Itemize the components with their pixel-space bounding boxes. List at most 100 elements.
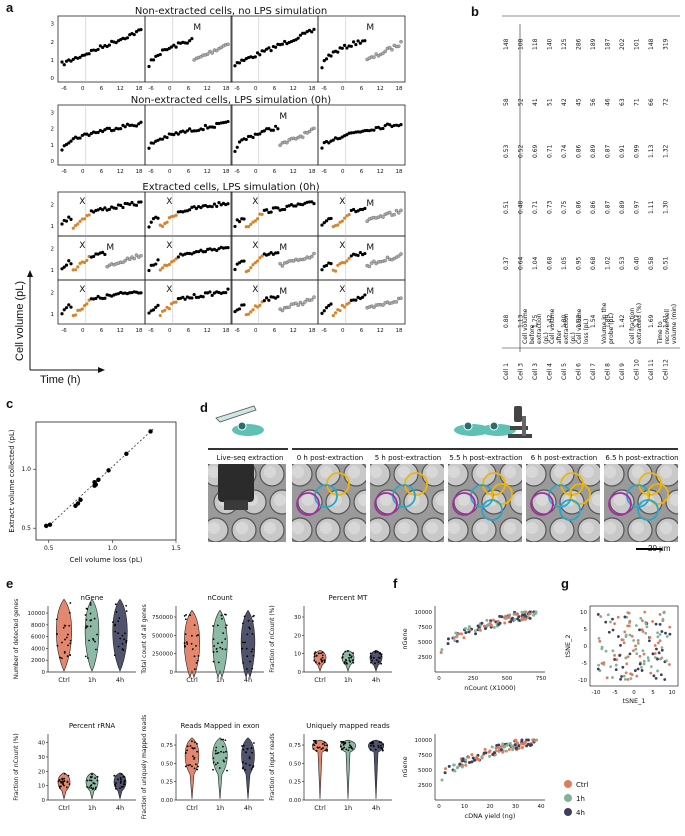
panel-e-group-label: Ctrl — [58, 676, 70, 684]
panel-a-point — [310, 200, 314, 204]
panel-f-point — [491, 618, 495, 622]
panel-a-point — [80, 307, 84, 311]
panel-a-point — [312, 295, 316, 299]
panel-label-c: c — [6, 396, 14, 411]
panel-e-point — [215, 647, 218, 650]
panel-g-legend-swatch — [564, 780, 572, 788]
panel-b-cell-value: 52 — [518, 98, 525, 106]
panel-e-point — [183, 642, 186, 645]
panel-e-point — [186, 745, 189, 748]
panel-a-point — [322, 59, 326, 63]
panel-e-ytick: 500000 — [152, 633, 173, 639]
panel-a-point — [94, 131, 98, 135]
panel-e-point — [120, 778, 122, 781]
panel-f-point — [528, 616, 532, 620]
panel-b-cell-value: 101 — [634, 38, 641, 50]
timeline-bar-extraction — [208, 448, 288, 450]
cell-highlight — [604, 522, 616, 534]
panel-f-point — [480, 621, 484, 625]
panel-g-ylabel: tSNE_2 — [564, 634, 572, 657]
panel-e-point — [348, 657, 350, 659]
panel-a-point — [280, 207, 284, 212]
panel-a-xtick: -6 — [61, 328, 67, 334]
panel-e-point — [242, 662, 245, 664]
probe-tip — [224, 500, 248, 510]
panel-g-point — [640, 669, 644, 672]
panel-e-point — [191, 740, 193, 743]
panel-f-point — [464, 631, 468, 635]
panel-a-point — [258, 132, 262, 136]
panel-f-point — [464, 758, 468, 762]
cell-highlight — [526, 466, 538, 478]
panel-e-point — [57, 780, 60, 783]
panel-b-cell-value: 0.87 — [605, 144, 612, 158]
panel-a-point — [349, 44, 353, 48]
panel-b-cell-value: 1.05 — [561, 256, 568, 270]
panel-f-ytick: 5000 — [418, 640, 432, 646]
panel-e-point — [312, 743, 315, 746]
panel-a-marker-m: M — [279, 287, 287, 297]
panel-b-cell-name: Cell 9 — [619, 363, 626, 380]
panel-e-point — [196, 659, 199, 662]
panel-f-point — [521, 616, 525, 620]
panel-g-point — [620, 638, 624, 642]
panel-e-point — [370, 661, 372, 664]
panel-a-point — [320, 146, 324, 150]
panel-a-point — [224, 290, 228, 295]
panel-a-point — [112, 128, 116, 132]
panel-g-point — [604, 649, 608, 653]
panel-b-cell-value: 0.86 — [576, 144, 583, 158]
panel-e-point — [114, 785, 117, 788]
cell-highlight — [670, 494, 678, 506]
panel-e-point — [121, 634, 124, 637]
panel-a-point — [134, 253, 139, 257]
panel-f-point — [471, 756, 475, 760]
panel-e-point — [318, 746, 321, 749]
panel-g-point — [613, 622, 616, 626]
panel-a-xtick: -6 — [234, 328, 240, 334]
panel-a-point — [151, 141, 156, 145]
panel-a-point — [363, 39, 367, 43]
panel-g-point — [645, 625, 649, 629]
panel-f-point — [507, 747, 511, 751]
panel-e-ytick: 0 — [42, 798, 46, 804]
panel-e-point — [345, 661, 348, 664]
panel-e-point — [115, 782, 117, 784]
panel-a-point — [212, 202, 217, 206]
panel-a-xtick: 6 — [187, 169, 191, 175]
panel-a-point — [258, 53, 262, 57]
panel-a-point — [163, 308, 167, 312]
panel-a-xtick: 12 — [204, 328, 211, 334]
panel-e-point — [252, 765, 255, 767]
panel-e-point — [241, 641, 244, 644]
panel-g-point — [656, 669, 659, 673]
panel-g-point — [622, 674, 626, 678]
panel-a-point — [60, 60, 64, 64]
panel-e-point — [86, 779, 89, 782]
panel-a-point — [292, 204, 296, 208]
panel-e-point — [64, 638, 66, 641]
panel-e-ytick: 0.00 — [161, 798, 174, 804]
panel-a-point — [251, 135, 255, 140]
panel-e-point — [241, 647, 244, 650]
panel-a-ytick: 0 — [51, 76, 55, 82]
panel-g-point — [644, 622, 648, 626]
panel-a-point — [130, 200, 134, 205]
panel-e-violin — [112, 598, 128, 672]
panel-b-cell-value: 0.64 — [518, 256, 525, 270]
panel-e-point — [190, 634, 193, 637]
panel-a-xtick: -6 — [321, 86, 327, 92]
cell-highlight — [536, 494, 548, 506]
panel-a-point — [342, 305, 347, 309]
panel-e-point — [246, 655, 249, 658]
panel-b-cell-value: 1.75 — [532, 314, 539, 328]
panel-a-marker-x: X — [252, 285, 258, 295]
panel-e-point — [246, 668, 248, 670]
panel-a-point — [192, 292, 196, 297]
label-5-5h: 5.5 h post-extraction — [449, 454, 523, 462]
panel-e-point — [197, 655, 200, 657]
cell-highlight — [526, 522, 538, 534]
cell-highlight — [554, 522, 566, 534]
panel-e-point — [193, 741, 196, 744]
panel-e-point — [314, 740, 316, 742]
